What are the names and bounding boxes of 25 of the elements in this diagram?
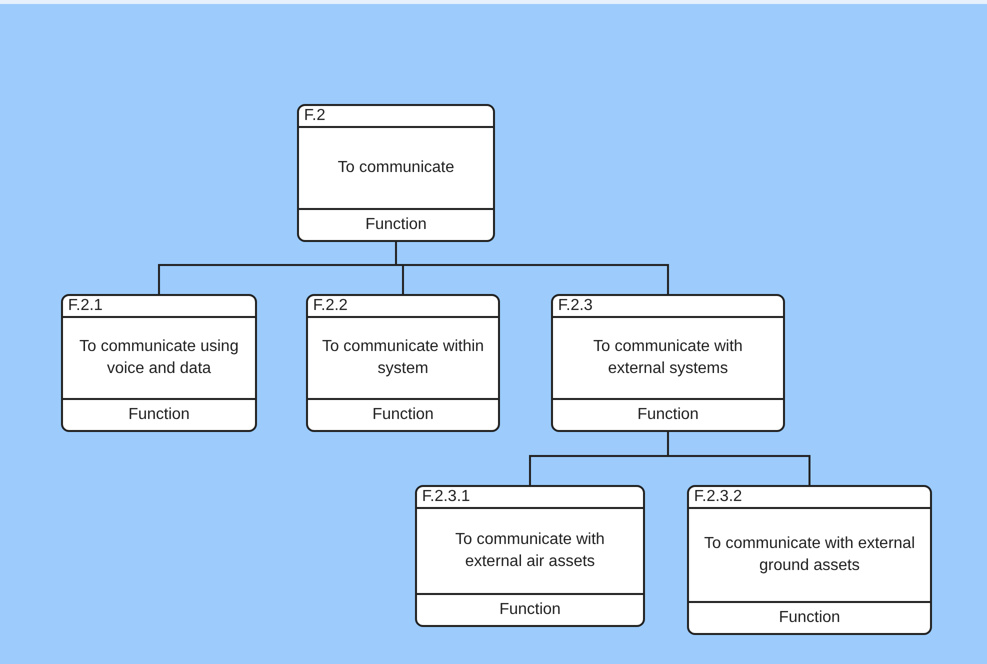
connector-line bbox=[395, 242, 669, 294]
function-id: F.2.1 bbox=[68, 296, 103, 316]
stereotype-label: Function bbox=[128, 405, 190, 425]
function-box bbox=[306, 294, 500, 432]
stereotype-label: Function bbox=[372, 405, 434, 425]
stereotype-label: Function bbox=[365, 215, 427, 235]
function-id: F.2.3.2 bbox=[694, 487, 742, 507]
stereotype-label: Function bbox=[778, 608, 840, 628]
function-box bbox=[415, 485, 645, 627]
function-description: To communicate with external systems bbox=[592, 337, 744, 379]
stereotype-label: Function bbox=[637, 405, 699, 425]
function-box bbox=[687, 485, 932, 635]
function-box bbox=[297, 104, 495, 242]
function-description: To communicate bbox=[338, 158, 454, 178]
function-box bbox=[61, 294, 257, 432]
function-description: To communicate within system bbox=[321, 337, 485, 379]
function-description: To communicate with external air assets bbox=[454, 530, 606, 572]
function-description: To communicate with external ground assets bbox=[703, 534, 916, 576]
function-description: To communicate using voice and data bbox=[78, 337, 240, 379]
function-box bbox=[551, 294, 785, 432]
stereotype-label: Function bbox=[499, 600, 561, 620]
function-id: F.2.2 bbox=[313, 296, 348, 316]
function-id: F.2.3 bbox=[558, 296, 593, 316]
function-id: F.2 bbox=[304, 106, 326, 126]
function-id: F.2.3.1 bbox=[422, 487, 470, 507]
